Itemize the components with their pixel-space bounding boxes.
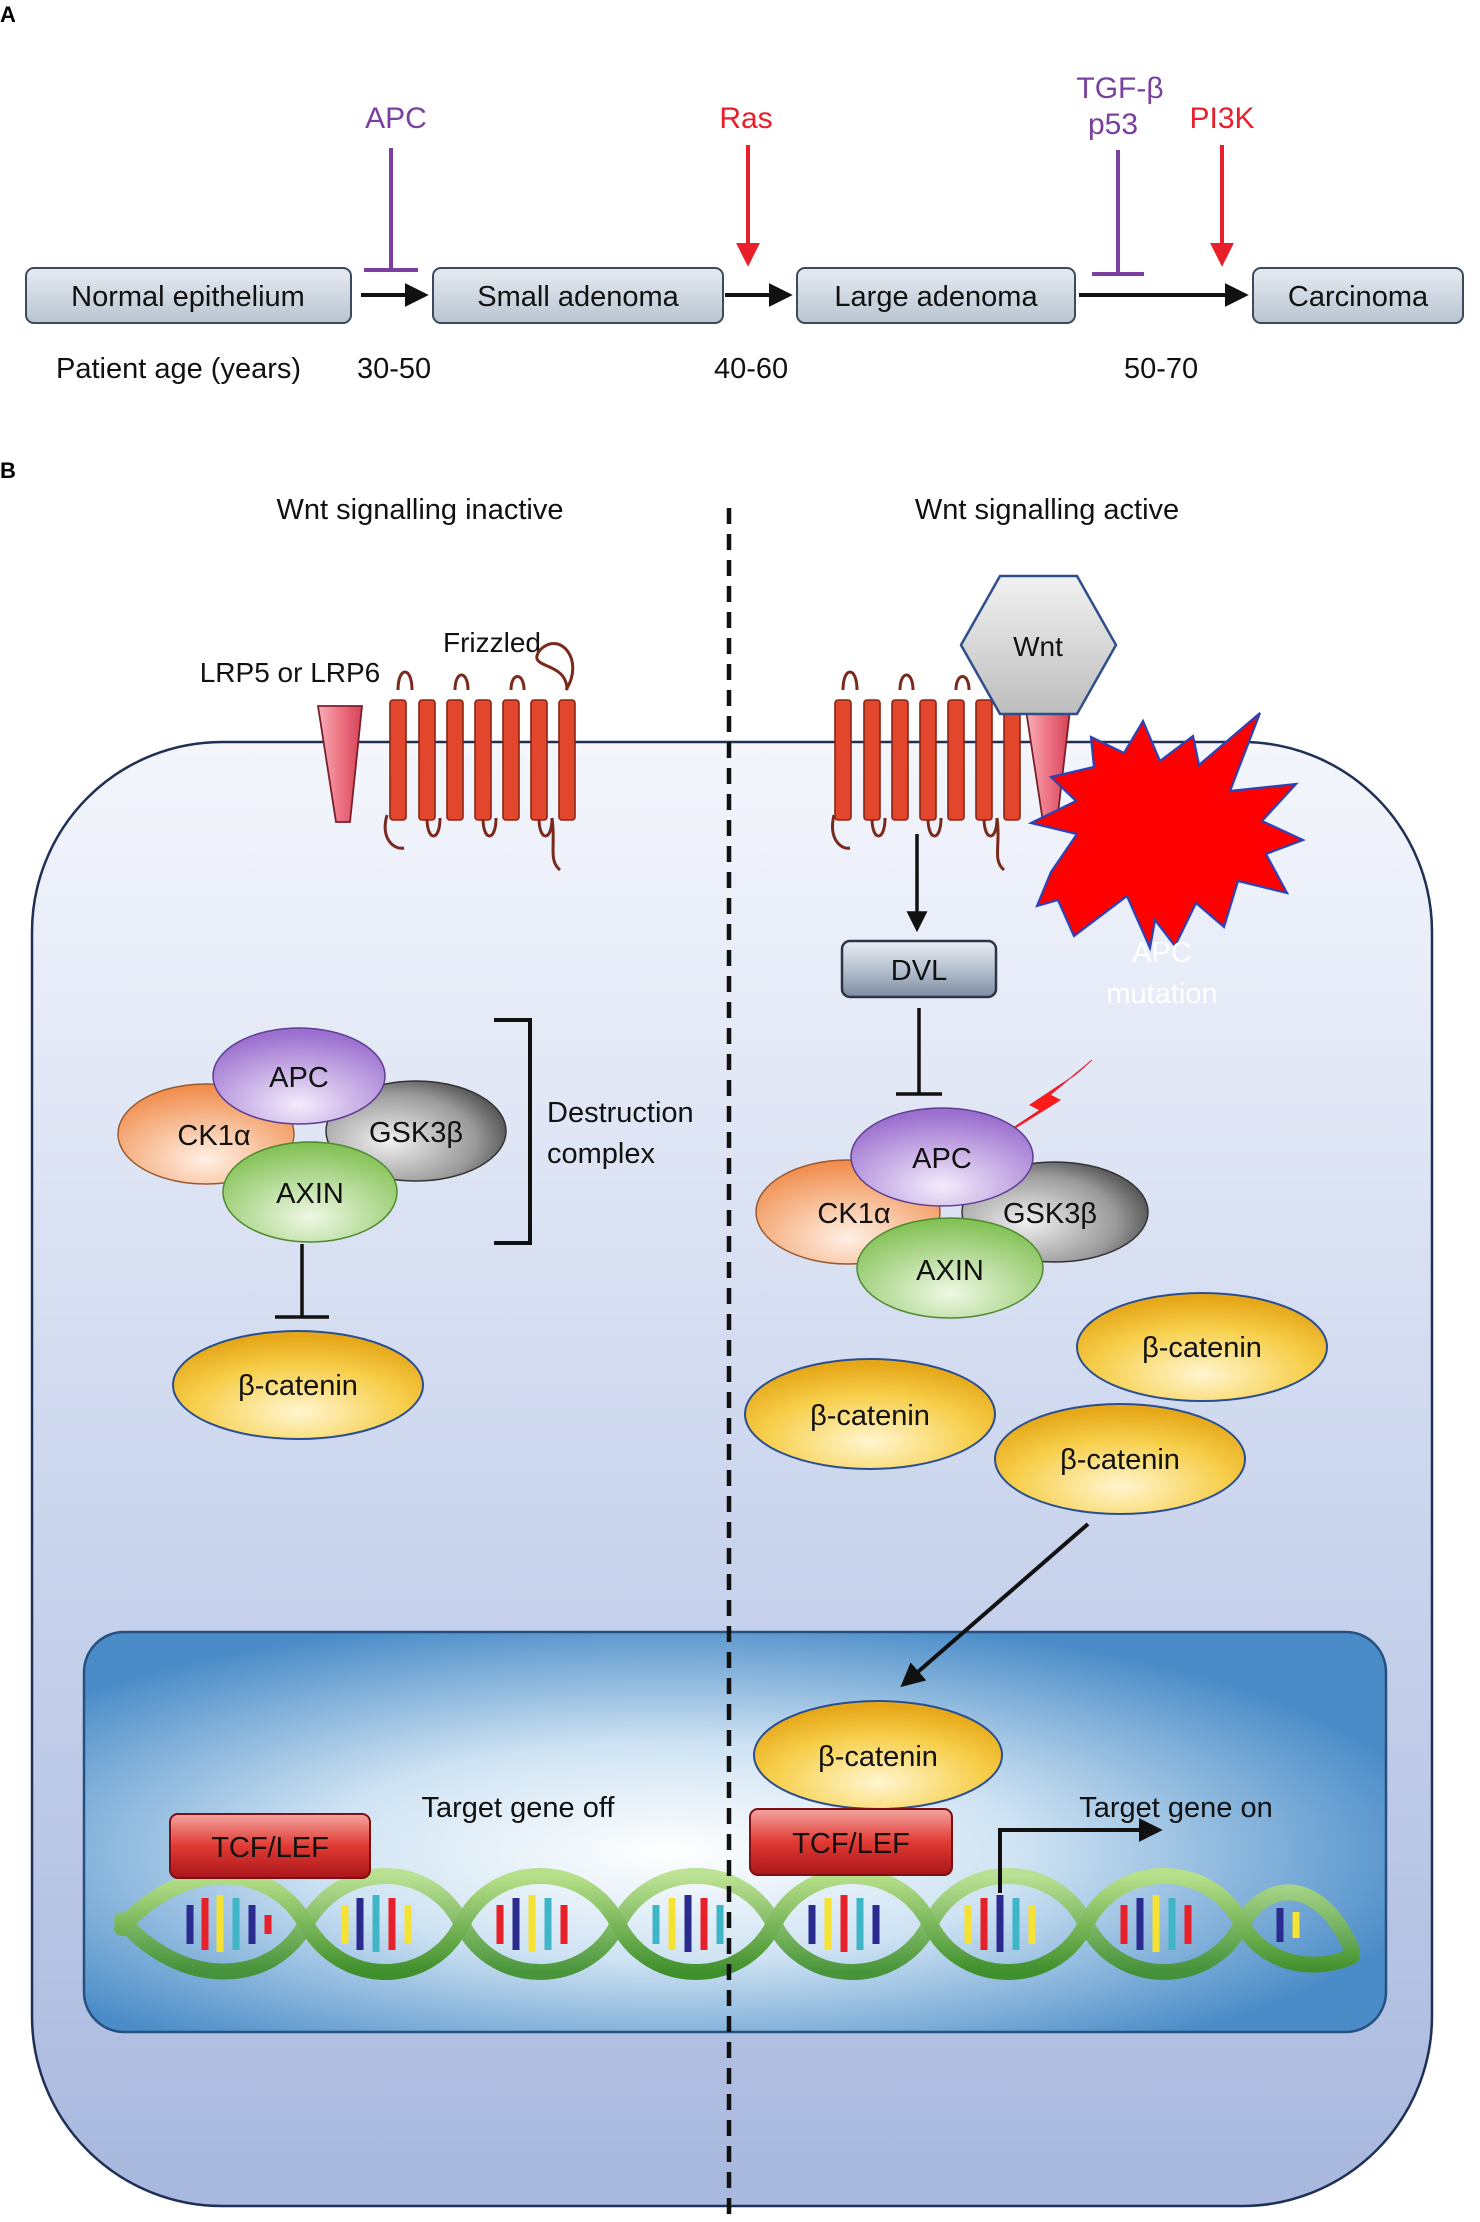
destruction-label-line2: complex: [547, 1138, 655, 1170]
regulator-tgf-beta: TGF-β: [1076, 72, 1163, 105]
transcription-start-arrow: [998, 1818, 1163, 1893]
dna-strand-1: [114, 1868, 1360, 1980]
stage-carcinoma: Carcinoma: [1252, 267, 1464, 324]
beta-catenin-nuclear: β-catenin: [753, 1700, 1003, 1810]
regulator-ras: Ras: [719, 102, 772, 135]
left-title: Wnt signalling inactive: [277, 494, 564, 526]
lrp-receptor-left: [316, 705, 363, 823]
apc-inhibition-line: [364, 148, 418, 272]
frizzled-label: Frizzled: [443, 627, 541, 658]
axin-label: AXIN: [276, 1178, 344, 1210]
regulator-pi3k: PI3K: [1189, 102, 1254, 135]
axin-label: AXIN: [916, 1255, 984, 1287]
age-range-3: 50-70: [1124, 353, 1198, 385]
dna-helix: [114, 1868, 1360, 1980]
destruction-complex-bracket: [494, 1018, 532, 1245]
apc-subunit: [850, 1107, 1034, 1207]
beta-catenin-label: β-catenin: [1060, 1444, 1180, 1476]
tcf-lef-label: TCF/LEF: [792, 1828, 910, 1860]
dna-base-pairs: [186, 1895, 1300, 1952]
dvl-inhibition-line: [896, 1008, 942, 1096]
apc-label: APC: [912, 1143, 972, 1175]
age-range-2: 40-60: [714, 353, 788, 385]
age-range-1: 30-50: [357, 353, 431, 385]
mutation-label-line2: mutation: [1106, 978, 1217, 1010]
complex-inhibition-line: [275, 1244, 329, 1319]
frizzled-helices-left: [389, 699, 576, 821]
apc-subunit: [212, 1027, 386, 1125]
right-title: Wnt signalling active: [915, 494, 1179, 526]
beta-catenin-free-1: β-catenin: [1076, 1292, 1328, 1402]
apc-mutation-burst: APC mutation: [1027, 712, 1306, 1010]
dvl-label: DVL: [891, 955, 947, 987]
ck1a-label: CK1α: [177, 1120, 250, 1152]
destruction-complex-left: GSK3β CK1α AXIN APC: [117, 1027, 507, 1243]
dna-strand-2: [114, 1868, 1360, 1980]
wnt-ligand: Wnt: [959, 574, 1118, 716]
regulator-apc: APC: [365, 102, 427, 135]
dvl-box: DVL: [840, 939, 998, 999]
destruction-label-line1: Destruction: [547, 1097, 694, 1129]
frizzled-receptor-left: [383, 642, 575, 872]
apc-label: APC: [269, 1062, 329, 1094]
panel-a-letter: A: [0, 2, 16, 27]
target-gene-on-label: Target gene on: [1079, 1792, 1272, 1824]
gsk3b-label: GSK3β: [369, 1117, 463, 1149]
stage-label: Small adenoma: [477, 281, 679, 313]
target-gene-off-label: Target gene off: [422, 1792, 616, 1824]
tcf-lef-label: TCF/LEF: [211, 1832, 329, 1864]
beta-catenin-label: β-catenin: [810, 1400, 930, 1432]
destruction-complex-right: GSK3β CK1α AXIN APC: [755, 1107, 1149, 1319]
beta-catenin-label: β-catenin: [238, 1370, 358, 1402]
regulator-p53: p53: [1088, 108, 1138, 141]
stage-label: Large adenoma: [834, 281, 1038, 313]
ck1a-label: CK1α: [817, 1198, 890, 1230]
panel-b-letter: B: [0, 458, 16, 483]
nuclear-translocation-arrow: [900, 1522, 1090, 1688]
stage-normal-epithelium: Normal epithelium: [25, 267, 352, 324]
tcf-lef-left: TCF/LEF: [169, 1813, 371, 1879]
beta-catenin-label: β-catenin: [818, 1741, 938, 1773]
tgf-beta-p53-inhibition-line: [1092, 150, 1144, 276]
beta-catenin-free-2: β-catenin: [744, 1358, 996, 1470]
patient-age-label: Patient age (years): [56, 353, 301, 385]
lrp-label: LRP5 or LRP6: [200, 657, 381, 688]
wnt-label: Wnt: [1013, 631, 1063, 662]
stage-label: Normal epithelium: [71, 281, 305, 313]
gsk3b-label: GSK3β: [1003, 1198, 1097, 1230]
stage-large-adenoma: Large adenoma: [796, 267, 1076, 324]
tcf-lef-right: TCF/LEF: [749, 1808, 953, 1876]
frizzled-helices-right: [834, 699, 1021, 821]
beta-catenin-label: β-catenin: [1142, 1332, 1262, 1364]
axin-subunit: [222, 1141, 398, 1243]
axin-subunit: [856, 1217, 1044, 1319]
stage-small-adenoma: Small adenoma: [432, 267, 724, 324]
mutation-label-line1: APC: [1132, 937, 1192, 969]
beta-catenin-left: β-catenin: [172, 1330, 424, 1440]
stage-label: Carcinoma: [1288, 281, 1429, 313]
beta-catenin-free-3: β-catenin: [994, 1403, 1246, 1515]
